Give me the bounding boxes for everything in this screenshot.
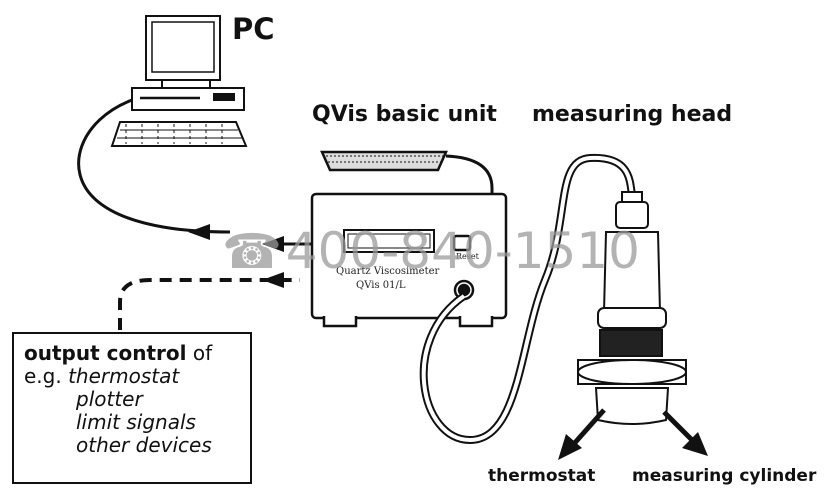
unit-handle-grip	[320, 150, 448, 172]
unit-handle-bar	[445, 154, 494, 200]
output-item: limit signals	[76, 410, 196, 434]
basic-unit-illustration	[310, 150, 508, 328]
output-item: other devices	[76, 433, 212, 457]
thermostat-label: thermostat	[488, 466, 596, 486]
device-name: Quartz Viscosimeter	[336, 266, 440, 277]
output-item: plotter	[76, 387, 143, 411]
pc-cable-arrow	[188, 224, 210, 240]
pc-screen	[151, 21, 215, 73]
output-item: thermostat	[68, 364, 180, 388]
thermostat-arrow	[570, 408, 606, 448]
measuring-cylinder-label: measuring cylinder	[632, 466, 817, 486]
pc-label: PC	[232, 12, 275, 46]
phone-watermark: ☎400-840-1510	[222, 222, 640, 280]
pc-cable	[77, 98, 231, 234]
reset-button-label: Reset	[456, 252, 479, 261]
head-seal-ring	[599, 329, 663, 357]
pc-illustration	[110, 15, 248, 147]
output-control-title: output control of	[24, 341, 213, 365]
basic-unit-label: QVis basic unit	[312, 102, 497, 127]
pc-keyboard	[110, 121, 248, 147]
cylinder-arrow	[662, 410, 696, 444]
pc-monitor-stand	[161, 79, 211, 89]
unit-data-arrow	[262, 236, 284, 252]
device-model: QVis 01/L	[356, 280, 406, 291]
output-item-row: e.g. thermostat	[24, 364, 180, 388]
measuring-head-illustration	[577, 191, 687, 425]
output-control-arrow	[262, 272, 284, 288]
reset-button	[452, 234, 472, 252]
output-control-line	[118, 278, 300, 330]
head-tip	[594, 387, 670, 425]
telephone-icon: ☎	[222, 224, 282, 280]
output-control-box: output control of e.g. thermostat plotte…	[12, 332, 252, 484]
measuring-head-label: measuring head	[532, 102, 733, 127]
